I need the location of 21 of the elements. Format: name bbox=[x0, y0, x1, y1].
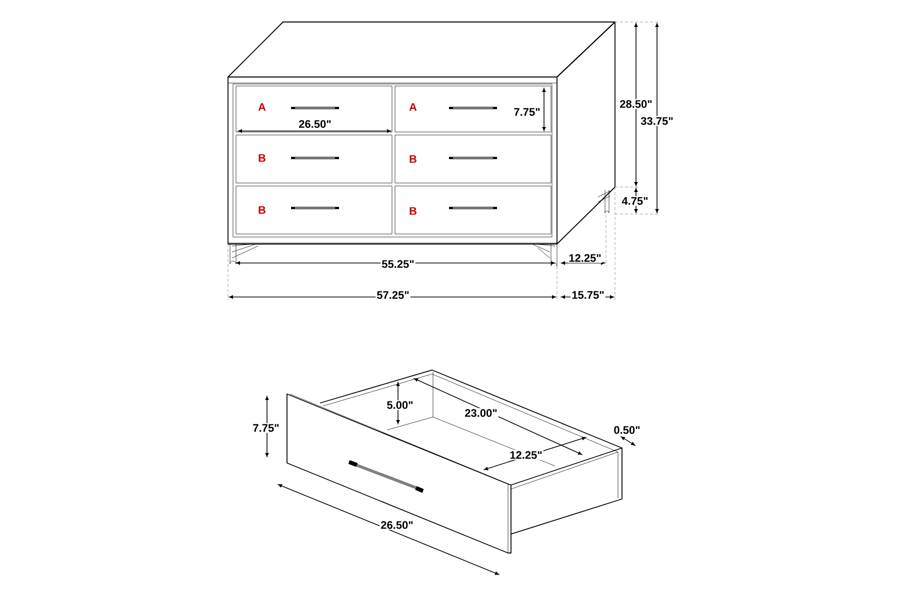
dimension-label: 26.50" bbox=[298, 119, 332, 129]
dimension-label: 7.75" bbox=[512, 107, 542, 117]
drawer-letter: B bbox=[410, 155, 416, 163]
drawer-letter: A bbox=[409, 103, 417, 111]
dimension-label: 26.50" bbox=[380, 520, 414, 530]
drawer-letter: B bbox=[410, 207, 416, 215]
dimension-label: 7.75" bbox=[252, 423, 280, 433]
dimension-label: 12.25" bbox=[508, 450, 544, 460]
dimension-label: 33.75" bbox=[640, 116, 674, 126]
dimension-label: 28.50" bbox=[618, 99, 654, 109]
dimension-label: 4.75" bbox=[620, 196, 650, 206]
dimension-label: 23.00" bbox=[464, 408, 498, 418]
dimension-label: 5.00" bbox=[386, 400, 414, 410]
dimension-label: 15.75" bbox=[570, 290, 606, 300]
dimension-label: 57.25" bbox=[376, 290, 410, 300]
drawer-letter: B bbox=[258, 206, 266, 214]
drawer-letter: A bbox=[258, 103, 266, 111]
drawer-letter: B bbox=[258, 154, 266, 162]
dimension-label: 55.25" bbox=[380, 259, 416, 269]
dimension-label: 0.50" bbox=[612, 425, 642, 435]
dimension-label: 12.25" bbox=[568, 253, 602, 263]
